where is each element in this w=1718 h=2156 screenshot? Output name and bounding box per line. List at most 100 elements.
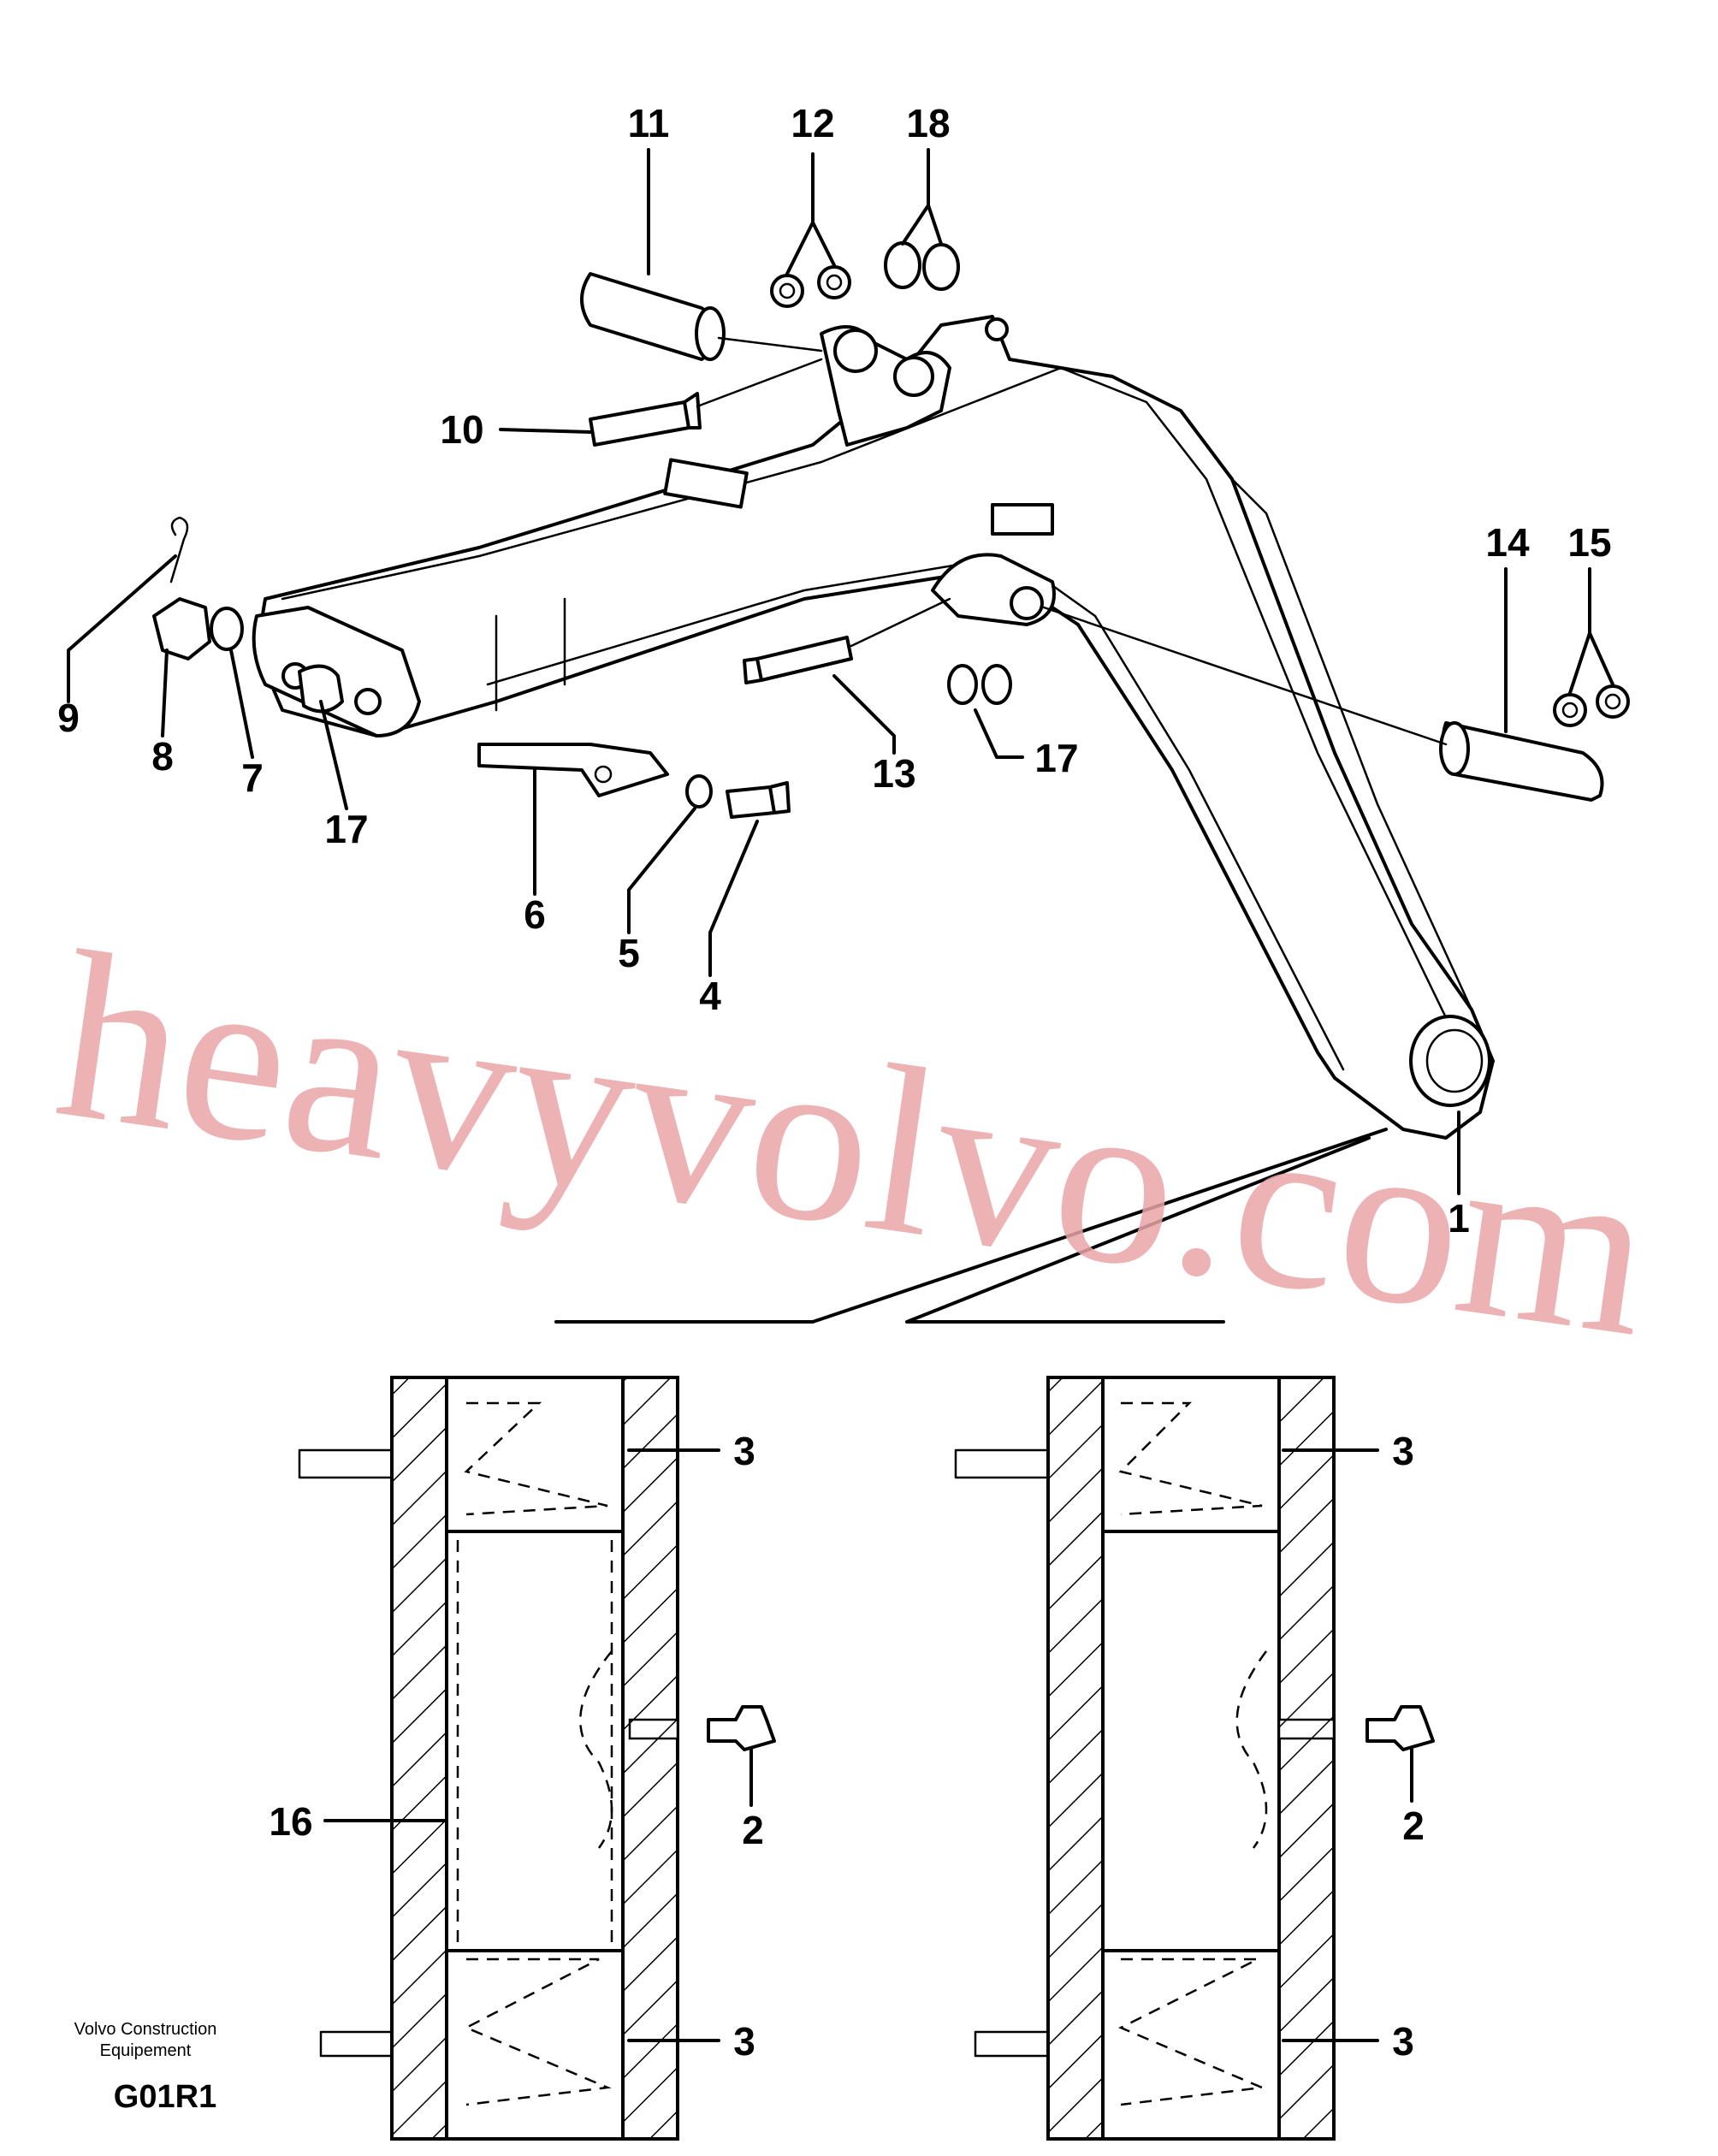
pin-14-leader	[1042, 606, 1448, 746]
left-grease-channel	[579, 1650, 613, 1849]
right-grease-nipple-2	[1366, 1705, 1435, 1751]
pin-11-end	[695, 306, 726, 361]
detail-view-left	[298, 1376, 776, 2141]
left-housing-left-wall	[390, 1376, 448, 2141]
boom-edge-line	[1230, 477, 1473, 1011]
leader-18	[901, 148, 943, 246]
callout-16: 16	[269, 1799, 312, 1844]
bolt-13-shape	[743, 636, 853, 684]
nut-12b-shape	[817, 265, 851, 299]
callout-9: 9	[57, 696, 80, 740]
boom-plate-line-upper	[281, 366, 1456, 1037]
section-line-left	[554, 1128, 1388, 1324]
nut-12b-hole	[826, 274, 843, 291]
left-pin-hidden-line	[456, 1540, 613, 1942]
leader-12	[785, 152, 836, 275]
boom-assembly	[252, 315, 1495, 1140]
callout-12: 12	[791, 101, 834, 145]
leader-10	[499, 428, 592, 434]
callout-2-right: 2	[1402, 1804, 1425, 1848]
washer-7-shape	[210, 607, 244, 651]
pin-14-end	[1439, 721, 1470, 776]
bolt-10-leader	[696, 358, 823, 408]
left-grease-nipple-2	[707, 1705, 776, 1751]
washer-17d-shape	[981, 664, 1012, 705]
nut-12a-hole	[779, 282, 796, 299]
leader-5	[627, 807, 696, 934]
detail-view-right	[954, 1376, 1435, 2141]
bolt-13-leader	[850, 597, 951, 648]
callout-11: 11	[628, 101, 670, 145]
leader-7	[229, 649, 254, 759]
left-bushing-bottom-hidden	[464, 1958, 612, 2106]
split-pin-9-shape	[169, 516, 189, 583]
callout-2-left: 2	[742, 1808, 764, 1852]
callout-13: 13	[872, 751, 915, 796]
washer-18b-shape	[922, 243, 960, 291]
right-pin-body	[1101, 1530, 1281, 1952]
boom-plate-line-mid	[495, 597, 566, 712]
right-stub-bottom	[974, 2030, 1050, 2058]
section-line-right	[905, 1136, 1371, 1324]
bolt-4-shape	[726, 781, 791, 819]
left-pin-16-body	[445, 1530, 625, 1952]
callouts: 11 12 18 10 9 8 7 17 6 5 4 13 17 14 15 1…	[57, 101, 1611, 2064]
pin-11-leader	[717, 336, 823, 352]
right-bushing-top-hidden	[1118, 1401, 1263, 1516]
castle-nut-8-shape	[152, 597, 211, 660]
leader-17-left	[319, 700, 348, 810]
washer-5-shape	[685, 774, 713, 808]
nut-15a-shape	[1553, 693, 1587, 727]
middle-pivot-hole	[1010, 586, 1044, 620]
callout-10: 10	[440, 407, 483, 452]
foot-lug-hole	[354, 688, 382, 715]
callout-5: 5	[618, 931, 640, 975]
callout-15: 15	[1567, 520, 1611, 565]
top-bracket-hole-3	[985, 317, 1009, 341]
pin-6-shape	[477, 743, 669, 797]
caption-line-2: Equipement	[100, 2041, 192, 2060]
right-housing-left-wall	[1046, 1376, 1105, 2141]
left-stub-top	[298, 1448, 394, 1479]
top-bracket-hole-1	[833, 329, 878, 373]
leader-13	[832, 674, 896, 755]
callout-3-right-bottom: 3	[1392, 2019, 1414, 2064]
right-bushing-bottom-hidden	[1118, 1958, 1266, 2106]
callout-8: 8	[151, 734, 174, 779]
nut-15a-hole	[1561, 702, 1579, 719]
right-bushing-top	[1101, 1376, 1281, 1533]
left-housing-right-wall	[621, 1376, 679, 2141]
callout-6: 6	[524, 892, 546, 937]
left-bushing-bottom	[445, 1949, 625, 2141]
right-stub-top	[954, 1448, 1050, 1479]
callout-14: 14	[1485, 520, 1530, 565]
callout-3-right-top: 3	[1392, 1429, 1414, 1473]
callout-17-left: 17	[324, 807, 368, 851]
leader-lines	[67, 148, 1614, 1324]
nut-15b-shape	[1596, 684, 1630, 719]
loose-parts	[152, 241, 1630, 819]
right-housing-right-wall	[1277, 1376, 1336, 2141]
leader-8	[161, 649, 169, 737]
foot-bushing	[298, 664, 344, 714]
left-bushing-top	[445, 1376, 625, 1533]
washer-17c-shape	[947, 664, 978, 705]
right-bushing-bottom	[1101, 1949, 1281, 2141]
boom-tip-bore	[1425, 1028, 1484, 1093]
left-stub-bottom	[319, 2030, 394, 2058]
pin-6-hole	[594, 765, 613, 784]
boom-body	[255, 315, 1495, 1140]
callout-1: 1	[1448, 1196, 1470, 1241]
callout-17-right: 17	[1034, 736, 1078, 780]
bolt-10-shape	[589, 392, 702, 447]
callout-4: 4	[699, 974, 721, 1018]
drawing-code: G01R1	[114, 2079, 216, 2115]
callout-3-left-top: 3	[733, 1429, 755, 1473]
right-grease-channel	[1235, 1650, 1268, 1849]
right-grease-bore	[1277, 1718, 1336, 1740]
caption-line-1: Volvo Construction	[74, 2020, 217, 2039]
small-plate-side	[991, 503, 1054, 536]
nut-15b-hole	[1604, 693, 1621, 710]
nut-12a-shape	[770, 274, 804, 308]
